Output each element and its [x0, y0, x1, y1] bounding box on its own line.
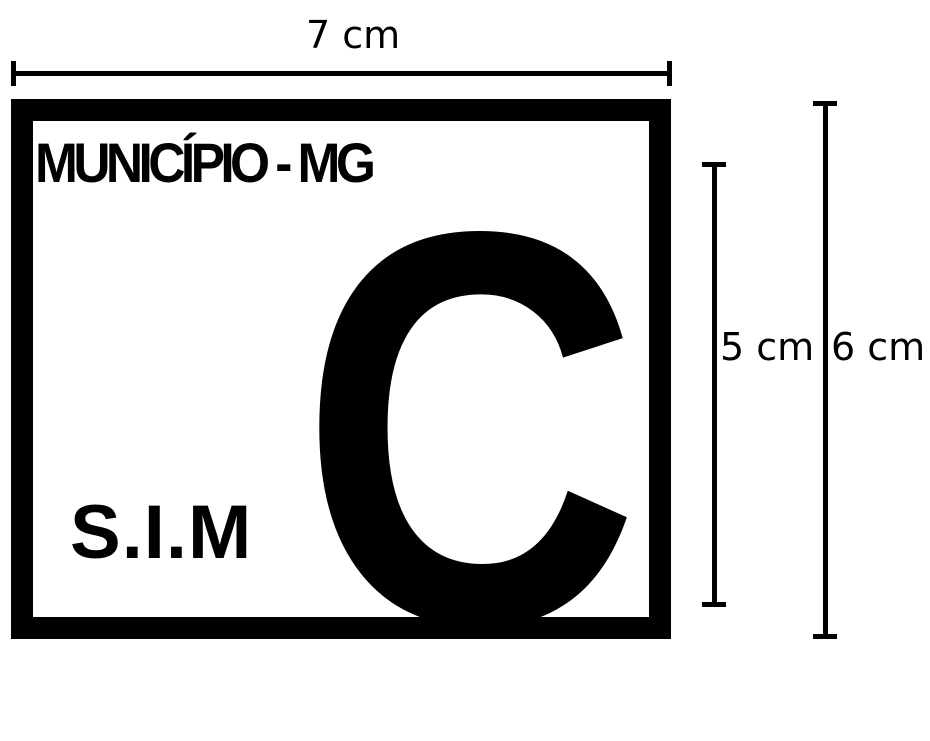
- outer-height-bottom-tick: [813, 634, 837, 639]
- inner-height-top-tick: [702, 162, 726, 167]
- inner-height-dimension-line: [712, 162, 717, 607]
- sim-label: S.I.M: [70, 490, 253, 575]
- width-dimension-left-tick: [11, 61, 16, 86]
- width-dimension-right-tick: [667, 61, 672, 86]
- seal-frame: [11, 99, 671, 639]
- category-letter: C: [300, 115, 640, 741]
- outer-height-top-tick: [813, 101, 837, 106]
- outer-height-dimension-line: [823, 101, 828, 639]
- municipio-label: MUNICÍPIO - MG: [35, 131, 376, 194]
- inner-height-label: 5 cm: [720, 325, 815, 369]
- width-dimension-line: [11, 71, 672, 76]
- width-label: 7 cm: [306, 13, 401, 57]
- outer-height-label: 6 cm: [831, 325, 926, 369]
- inner-height-bottom-tick: [702, 602, 726, 607]
